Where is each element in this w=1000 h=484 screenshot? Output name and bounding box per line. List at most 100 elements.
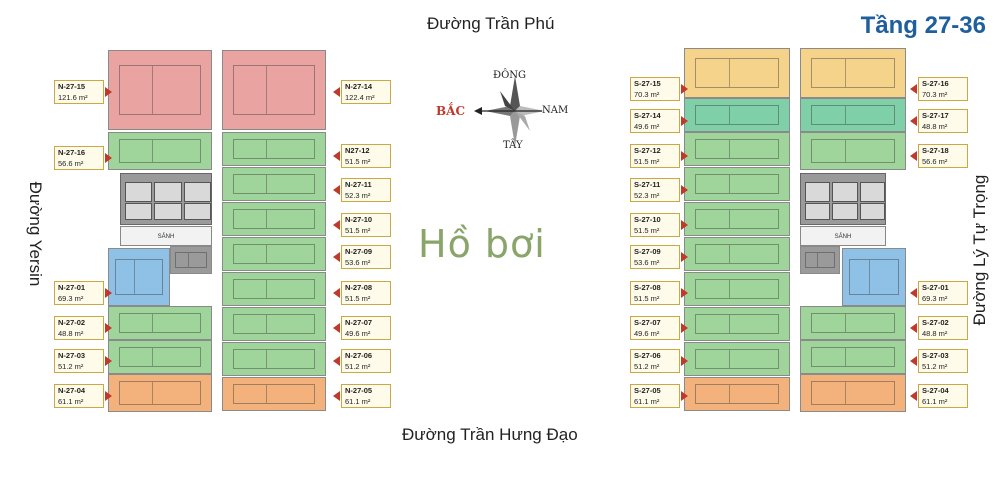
unit-code: N-27-15 — [58, 82, 86, 91]
unit-s-27-14[interactable] — [684, 98, 790, 132]
unit-s-27-01[interactable] — [842, 248, 906, 306]
elevator-shaft — [154, 202, 182, 221]
pointer-arrow-icon — [910, 323, 917, 333]
unit-n-27-05[interactable] — [222, 377, 326, 411]
street-label-bottom: Đường Trần Hưng Đạo — [402, 425, 578, 444]
core-elevators-n — [120, 173, 212, 225]
elevator-shaft — [125, 202, 153, 221]
unit-n-27-07[interactable] — [222, 307, 326, 341]
unit-area: 69.3 m² — [922, 294, 948, 303]
unit-n-27-04[interactable] — [108, 374, 212, 412]
unit-s-27-10[interactable] — [684, 202, 790, 236]
unit-area: 53.6 m² — [345, 258, 371, 267]
unit-s-27-16[interactable] — [800, 48, 906, 98]
pointer-arrow-icon — [105, 391, 112, 401]
unit-n-27-10[interactable] — [222, 202, 326, 236]
unit-s-27-15[interactable] — [684, 48, 790, 98]
tag-n-27-09[interactable]: N-27-09 53.6 m² — [341, 245, 391, 269]
unit-code: N-27-09 — [345, 247, 373, 256]
unit-area: 53.6 m² — [634, 258, 660, 267]
elevator-shaft — [859, 202, 885, 221]
unit-code: N-27-06 — [345, 351, 373, 360]
unit-n-27-06[interactable] — [222, 342, 326, 376]
unit-s-27-06[interactable] — [684, 342, 790, 376]
lobby-area: SẢNH — [120, 226, 212, 246]
pointer-arrow-icon — [910, 356, 917, 366]
unit-n-27-01[interactable] — [108, 248, 170, 306]
pointer-arrow-icon — [105, 288, 112, 298]
unit-n-27-03[interactable] — [108, 340, 212, 374]
unit-s-27-17[interactable] — [800, 98, 906, 132]
unit-s-27-02[interactable] — [800, 306, 906, 340]
unit-service-s[interactable] — [800, 246, 840, 274]
unit-room-outline — [175, 251, 207, 269]
unit-s-27-12[interactable] — [684, 132, 790, 166]
unit-n-27-15[interactable] — [108, 50, 212, 130]
unit-room-outline — [233, 243, 315, 265]
compass-star-icon — [474, 76, 545, 146]
unit-code: S-27-18 — [922, 146, 949, 155]
unit-n-27-08[interactable] — [222, 272, 326, 306]
unit-room-outline — [811, 57, 895, 89]
pointer-arrow-icon — [681, 220, 688, 230]
unit-s-27-07[interactable] — [684, 307, 790, 341]
unit-n-27-16[interactable] — [108, 132, 212, 170]
unit-n-27-02[interactable] — [108, 306, 212, 340]
unit-code: N-27-07 — [345, 318, 373, 327]
unit-n-27-14[interactable] — [222, 50, 326, 130]
unit-n-27-11[interactable] — [222, 167, 326, 201]
unit-s-27-18[interactable] — [800, 132, 906, 170]
unit-room-outline — [119, 65, 201, 115]
unit-code: S-27-17 — [922, 111, 949, 120]
unit-s-27-03[interactable] — [800, 340, 906, 374]
unit-n-27-12[interactable] — [222, 132, 326, 166]
unit-code: S-27-06 — [634, 351, 661, 360]
unit-room-outline — [849, 259, 899, 295]
unit-s-27-05[interactable] — [684, 377, 790, 411]
street-label-left: Đường Yersin — [26, 181, 45, 287]
elevator-shaft — [832, 202, 858, 221]
pool-label: Hồ bơi — [418, 222, 546, 266]
unit-n-27-09[interactable] — [222, 237, 326, 271]
unit-s-27-09[interactable] — [684, 237, 790, 271]
unit-area: 122.4 m² — [345, 93, 375, 102]
unit-s-27-11[interactable] — [684, 167, 790, 201]
unit-area: 61.1 m² — [634, 397, 660, 406]
unit-service-n[interactable] — [170, 246, 212, 274]
pointer-arrow-icon — [681, 356, 688, 366]
unit-room-outline — [233, 65, 315, 115]
unit-s-27-08[interactable] — [684, 272, 790, 306]
unit-s-27-04[interactable] — [800, 374, 906, 412]
